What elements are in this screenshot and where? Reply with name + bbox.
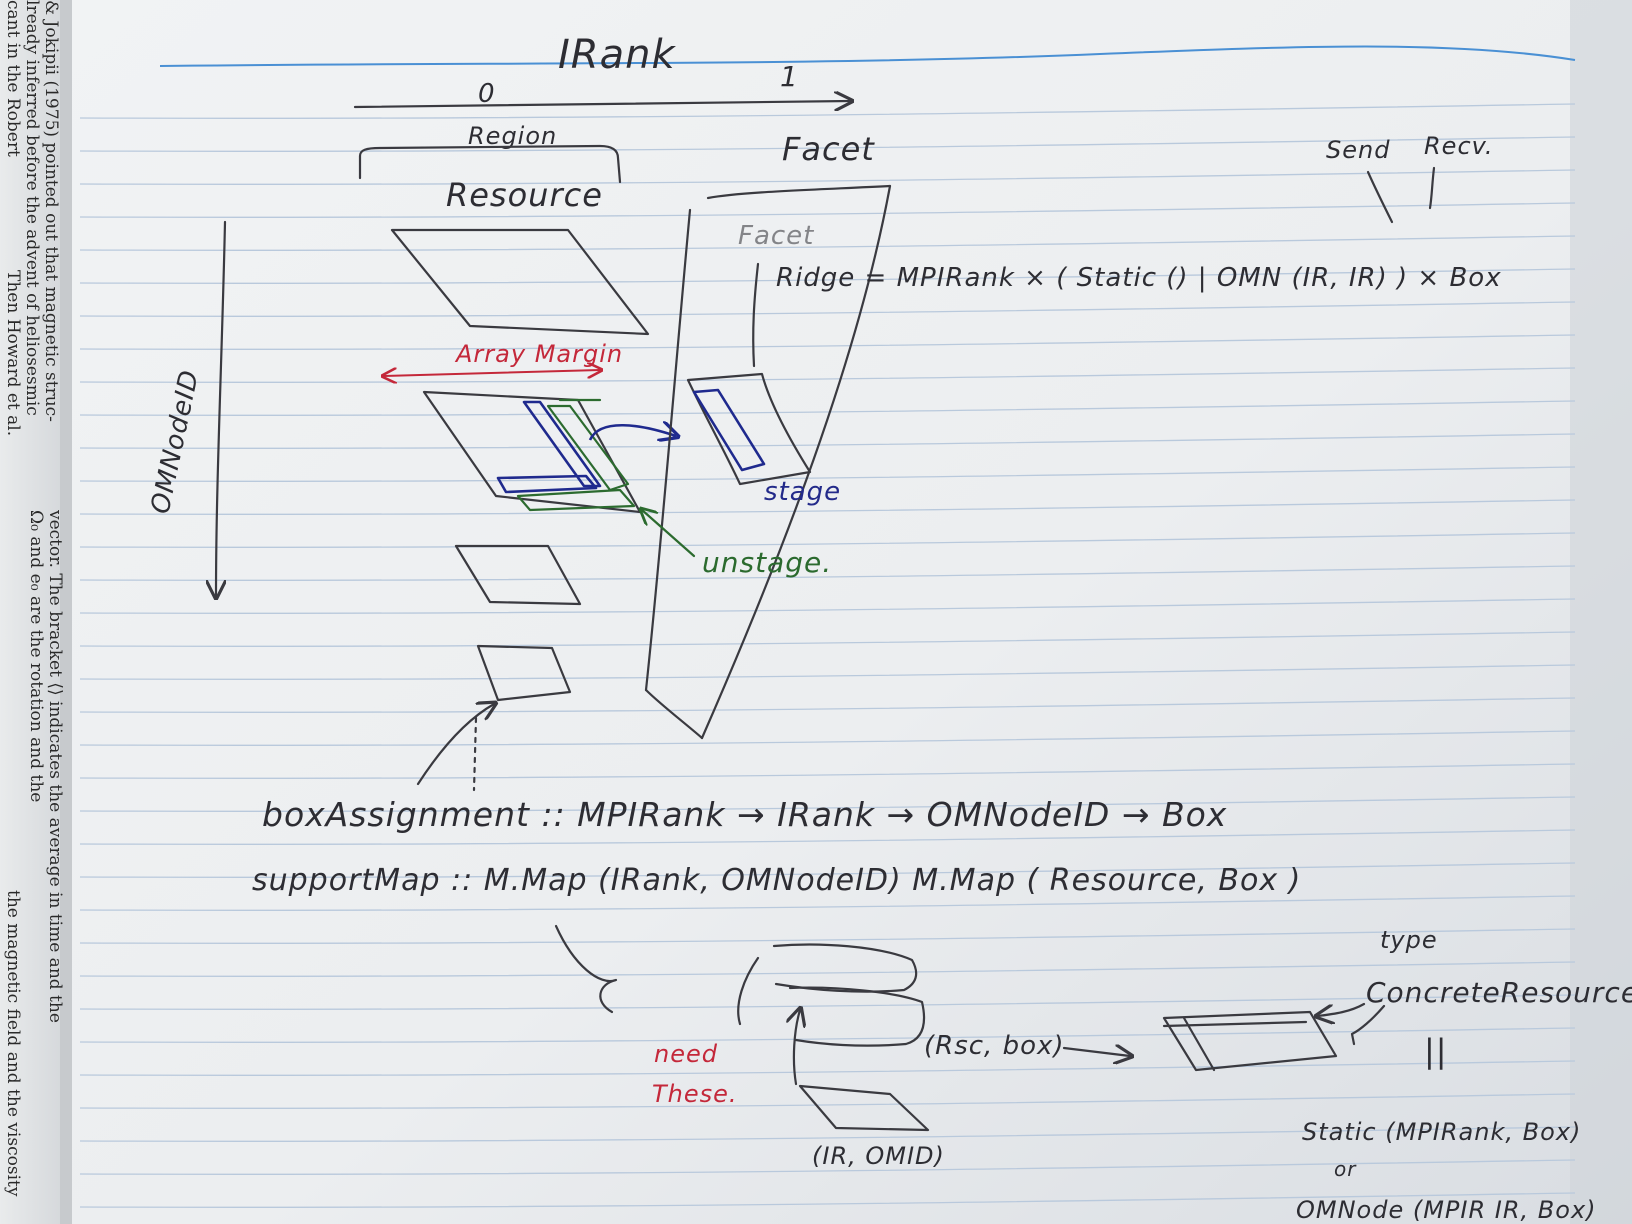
- rule-line: [79, 598, 1576, 614]
- array-margin-label: Array Margin: [454, 340, 623, 368]
- book-line: Then Howard et al.: [3, 270, 23, 436]
- region-bracket: Region: [358, 122, 622, 184]
- need-label: need: [654, 1040, 718, 1068]
- book-line: vector. The bracket ⟨⟩ indicates the ave…: [45, 509, 65, 1023]
- concrete-resource-label: ConcreteResource: [1366, 976, 1632, 1009]
- rule-line: [79, 433, 1576, 449]
- rule-line: [79, 961, 1576, 977]
- ridge-definition: Ridge = MPIRank × ( Static () | OMN (IR,…: [776, 263, 1502, 293]
- rule-line: [79, 928, 1576, 944]
- book-text-column: cant in the Robert lready inferred befor…: [3, 0, 65, 1197]
- rule-line: [79, 730, 1576, 746]
- rule-line: [79, 994, 1576, 1010]
- rule-line: [79, 103, 1576, 119]
- facet-plane: [644, 184, 892, 740]
- recv-label: Recv.: [1424, 132, 1494, 160]
- rule-line: [79, 136, 1576, 152]
- type-label: type: [1380, 926, 1438, 954]
- box-assignment-arrow: [416, 704, 494, 786]
- check-mark: [1350, 1004, 1386, 1046]
- rule-line: [79, 895, 1576, 911]
- send-label: Send: [1326, 136, 1390, 164]
- rule-line: [79, 565, 1576, 581]
- book-line: & Jokipii (1975) pointed out that magnet…: [41, 0, 61, 422]
- rule-line: [79, 301, 1576, 317]
- irank-axis: IRank 0 1: [353, 32, 850, 109]
- dashed-hint: [472, 716, 478, 792]
- unstage-label: unstage.: [702, 546, 832, 579]
- rule-line: [79, 697, 1576, 713]
- rule-line: [79, 235, 1576, 251]
- need-these-curve: [554, 924, 618, 1014]
- concrete-resource-box: [1162, 1010, 1338, 1072]
- rule-line: [79, 532, 1576, 548]
- map-stack-sketch: [737, 943, 930, 1132]
- box-assignment-signature: boxAssignment :: MPIRank → IRank → OMNod…: [262, 795, 1227, 834]
- support-map-signature: supportMap :: M.Map (IRank, OMNodeID) M.…: [252, 863, 1301, 898]
- rule-line: [79, 169, 1576, 185]
- static-definition: Static (MPIRank, Box): [1302, 1118, 1581, 1146]
- region-label: Region: [468, 122, 557, 150]
- rule-line: [79, 631, 1576, 647]
- book-line: lready inferred before the advent of hel…: [22, 0, 42, 416]
- rule-line: [79, 202, 1576, 218]
- equals-label: ||: [1424, 1032, 1448, 1070]
- rule-line: [79, 1027, 1576, 1043]
- facet-stage-box: [686, 262, 812, 486]
- these-label: These.: [652, 1080, 738, 1108]
- rule-line: [79, 1159, 1576, 1175]
- rsc-box-label: (Rsc, box): [924, 1031, 1065, 1061]
- recv-pointer: [1428, 166, 1436, 210]
- or-label: or: [1334, 1157, 1357, 1181]
- resource-plane-bottom: [476, 644, 572, 702]
- rule-line: [79, 1093, 1576, 1109]
- send-pointer: [1366, 170, 1394, 224]
- omnode-definition: OMNode (MPIR IR, Box): [1296, 1196, 1597, 1224]
- resource-label: Resource: [446, 176, 603, 214]
- tick-0-label: 0: [478, 79, 496, 109]
- top-margin-line: [159, 45, 1576, 67]
- rsc-box-arrow: [1062, 1048, 1130, 1056]
- rule-line: [79, 466, 1576, 482]
- rule-line: [79, 862, 1576, 878]
- book-line: Ω₀ and e₀ are the rotation and the: [26, 510, 46, 802]
- facet-ghost-label: Facet: [738, 221, 814, 251]
- rule-line: [79, 763, 1576, 779]
- stage-label: stage: [764, 477, 841, 507]
- rule-line: [79, 268, 1576, 284]
- notebook-page: [72, 0, 1632, 1224]
- irank-label: IRank: [558, 32, 676, 78]
- book-line: the magnetic field and the viscosity: [3, 890, 23, 1197]
- book-line: cant in the Robert: [3, 0, 23, 157]
- rule-line: [79, 334, 1576, 350]
- rule-line: [79, 1060, 1576, 1076]
- unstage-arrow: [642, 510, 696, 558]
- resource-plane: [390, 228, 650, 336]
- rule-line: [79, 796, 1576, 812]
- facet-label: Facet: [782, 130, 875, 168]
- resource-plane-lower: [454, 544, 582, 606]
- rule-line: [79, 664, 1576, 680]
- rule-line: [79, 1126, 1576, 1142]
- ir-omid-label: (IR, OMID): [812, 1142, 945, 1170]
- rule-line: [79, 1192, 1576, 1208]
- rule-line: [79, 499, 1576, 515]
- ruled-lines: [79, 103, 1576, 1208]
- rule-line: [79, 367, 1576, 383]
- array-margin: Array Margin: [384, 340, 623, 376]
- rule-line: [79, 400, 1576, 416]
- tick-1-label: 1: [780, 60, 799, 93]
- book-page: [0, 0, 74, 1224]
- type-arrow: [1318, 1002, 1366, 1016]
- rule-line: [79, 829, 1576, 845]
